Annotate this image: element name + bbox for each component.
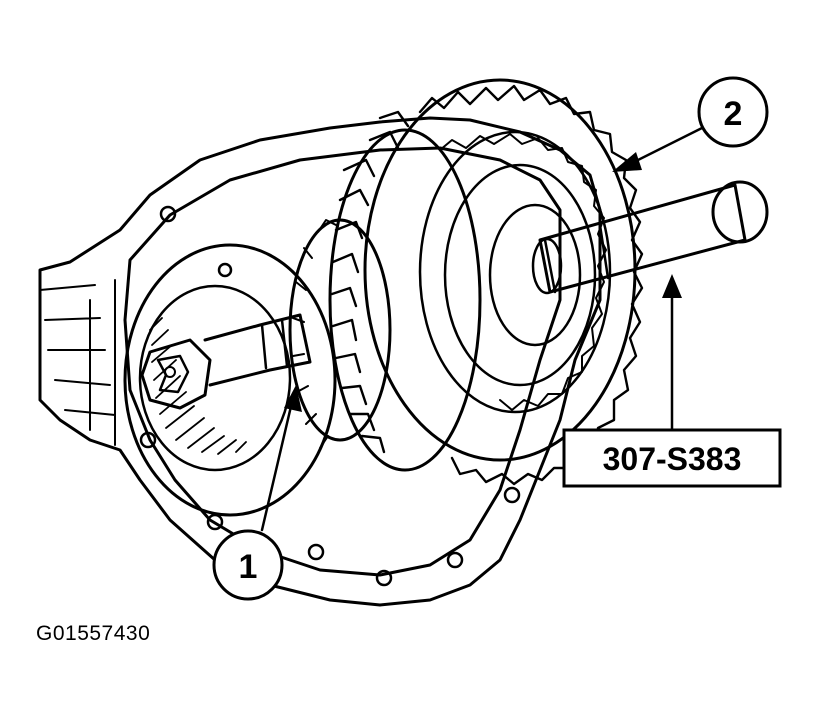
callout-1-number: 1 bbox=[239, 548, 258, 586]
callout-1-arrow bbox=[284, 385, 302, 412]
callout-2-number: 2 bbox=[724, 95, 743, 133]
callout-2-arrow bbox=[612, 152, 642, 172]
flange-bolt-holes bbox=[139, 205, 521, 587]
tool-label-arrow bbox=[662, 274, 682, 298]
differential-ring bbox=[138, 284, 292, 472]
callout-1: 1 bbox=[212, 529, 284, 601]
hub-slot bbox=[156, 354, 190, 394]
tool-label-box: 307-S383 bbox=[562, 428, 782, 488]
tool-shaft-end bbox=[711, 180, 769, 244]
hub-pin bbox=[164, 366, 176, 378]
tool-shaft-step bbox=[543, 223, 610, 294]
figure-id: G01557430 bbox=[36, 622, 151, 645]
inner-tooth-ring bbox=[439, 133, 607, 411]
housing-outline bbox=[38, 116, 602, 607]
output-shaft bbox=[203, 313, 312, 387]
differential-case bbox=[123, 243, 337, 517]
tool-shaft-root bbox=[531, 237, 563, 295]
large-gear-hub bbox=[488, 203, 582, 347]
helical-gear-rear bbox=[328, 128, 482, 472]
large-gear-web bbox=[443, 163, 597, 387]
housing-flange bbox=[123, 146, 562, 577]
helical-gear-teeth bbox=[330, 110, 410, 454]
large-gear-teeth bbox=[418, 84, 644, 486]
housing-ribs bbox=[39, 279, 116, 446]
shaft-collar bbox=[260, 318, 289, 370]
side-gear-hub bbox=[140, 338, 212, 410]
callout-2: 2 bbox=[697, 76, 769, 148]
small-gear-teeth bbox=[292, 219, 339, 449]
differential-gear-teeth bbox=[149, 317, 247, 455]
callout-1-leader bbox=[260, 400, 294, 532]
small-gear-body bbox=[288, 218, 392, 442]
tool-label-text: 307-S383 bbox=[603, 441, 742, 477]
large-gear-inner-rim bbox=[418, 130, 612, 414]
callout-2-leader bbox=[626, 126, 704, 167]
